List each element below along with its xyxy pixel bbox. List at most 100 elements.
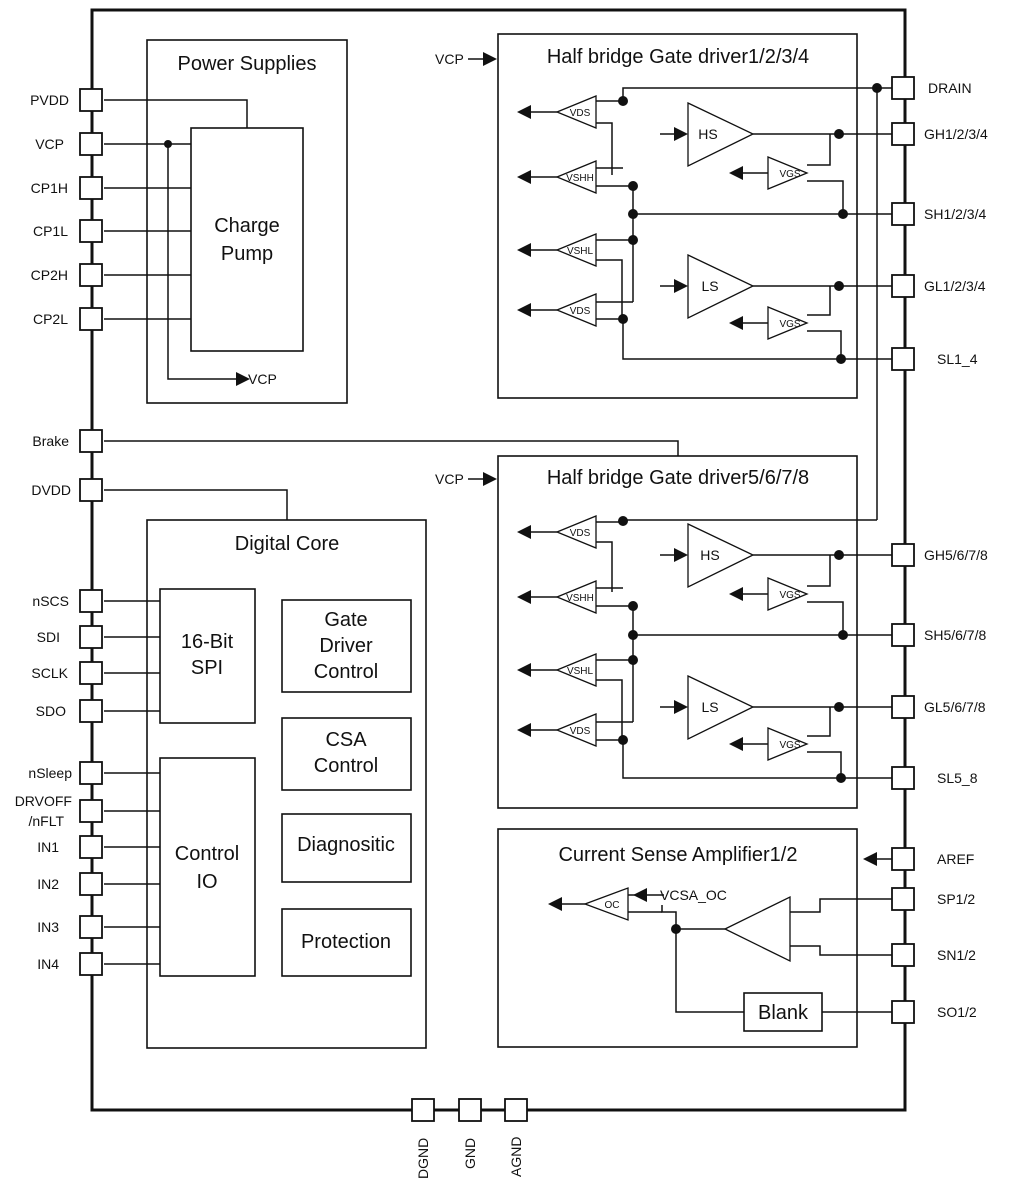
vds-high-5678-in-b <box>596 541 613 592</box>
vds-high-in-b <box>596 122 613 175</box>
oc-comparator-icon <box>583 887 629 921</box>
pin-sdi <box>79 625 103 649</box>
ls-5678-label: LS <box>701 699 718 715</box>
vgs-high-1234-arrow-icon <box>729 166 743 180</box>
pin-so12 <box>891 1000 915 1024</box>
gate-driver-1234-vcp-label: VCP <box>435 51 464 67</box>
vcsa-oc-label: VCSA_OC <box>660 887 727 903</box>
vgs-low-5678-in-a <box>807 707 831 737</box>
vshh-5678-label: VSHH <box>566 593 594 604</box>
pin-label-gh1234: GH1/2/3/4 <box>924 126 988 142</box>
pin-label-nsleep: nSleep <box>28 765 72 781</box>
pin-label-sclk: SCLK <box>31 665 68 681</box>
diagnostic-label: Diagnositic <box>297 834 395 856</box>
vshh-arrow-icon <box>517 170 531 184</box>
vshh-label: VSHH <box>566 173 594 184</box>
sn-wire <box>790 945 892 956</box>
pin-label-drain: DRAIN <box>928 80 972 96</box>
gl-junction-2 <box>834 702 844 712</box>
control-io-label-1: Control <box>175 843 239 865</box>
brake-wire <box>104 440 679 456</box>
power-supplies-block: Power Supplies Charge Pump VCP <box>104 39 348 404</box>
vds-low-amp-icon <box>555 293 597 327</box>
ls-1234-in-arrow-icon <box>674 279 688 293</box>
pin-label-nscs: nSCS <box>32 593 69 609</box>
csa-control-label-1: CSA <box>325 729 367 751</box>
gate-driver-control-box <box>281 599 412 693</box>
pin-label-gl5678: GL5/6/7/8 <box>924 699 986 715</box>
vshl-label: VSHL <box>567 246 594 257</box>
vds-high-5678-icon <box>555 515 597 549</box>
vds-low-5678-label: VDS <box>570 726 591 737</box>
pin-gh1234 <box>891 122 915 146</box>
csa-amp-icon <box>723 895 791 963</box>
vshh-5678-arrow-icon <box>517 590 531 604</box>
diagnostic-box <box>281 813 412 883</box>
gate-driver-1234-block: Half bridge Gate driver1/2/3/4 VCP VDS V… <box>435 33 892 399</box>
vshl-in-b <box>596 259 623 318</box>
pin-label-so12: SO1/2 <box>937 1004 977 1020</box>
gl-junction-1 <box>834 281 844 291</box>
pin-label-pvdd: PVDD <box>30 92 69 108</box>
pin-label-vcp: VCP <box>35 136 64 152</box>
aref-arrow-icon <box>863 852 877 866</box>
pin-label-in3: IN3 <box>37 919 59 935</box>
vds-high-5678-label: VDS <box>570 528 591 539</box>
vds-low-arrow-icon <box>517 303 531 317</box>
protection-box <box>281 908 412 977</box>
pin-in4 <box>79 952 103 976</box>
control-io-label-2: IO <box>196 871 217 893</box>
pin-label-dvdd: DVDD <box>31 482 71 498</box>
blank-box <box>743 992 823 1032</box>
pin-gh5678 <box>891 543 915 567</box>
hs-5678-amp-icon <box>687 522 755 589</box>
gh-junction-2 <box>834 550 844 560</box>
vgs-high-5678-label: VGS <box>779 590 800 601</box>
charge-pump-label-2: Pump <box>221 243 273 265</box>
pin-label-gnd: GND <box>462 1138 478 1169</box>
vds-high-arrow-icon <box>517 105 531 119</box>
oc-label: OC <box>605 900 620 911</box>
pin-nsleep <box>79 761 103 785</box>
pin-gl1234 <box>891 274 915 298</box>
vds-high-5678-arrow-icon <box>517 525 531 539</box>
pin-sp12 <box>891 887 915 911</box>
sh-junction-1d <box>838 209 848 219</box>
vds-low-5678-arrow-icon <box>517 723 531 737</box>
gate-driver-5678-vcp-arrow-icon <box>483 472 497 486</box>
pin-label-brake: Brake <box>32 433 69 449</box>
spi-label-1: 16-Bit <box>181 631 234 653</box>
vds-low-5678-icon <box>555 713 597 747</box>
ls-1234-amp-icon <box>687 253 755 320</box>
pin-gl5678 <box>891 695 915 719</box>
vshl-5678-label: VSHL <box>567 666 594 677</box>
vgs-high-5678-in-a <box>807 555 831 587</box>
pin-gnd <box>458 1098 482 1122</box>
pin-label-sh5678: SH5/6/7/8 <box>924 627 986 643</box>
pin-agnd <box>504 1098 528 1122</box>
vcsa-oc-arrow-icon <box>633 888 647 902</box>
drain-junction-2 <box>618 516 628 526</box>
vshl-5678-icon <box>555 653 597 687</box>
pin-label-agnd: AGND <box>508 1137 524 1177</box>
left-pins: PVDD VCP CP1H CP1L CP2H CP2L Brake DVDD … <box>15 88 103 976</box>
sl-wire-2 <box>622 740 892 779</box>
pin-dvdd <box>79 478 103 502</box>
oc-in-wire <box>661 905 677 929</box>
pin-label-cp2h: CP2H <box>31 267 68 283</box>
vshh-amp-icon <box>555 160 597 194</box>
pin-label-sl14: SL1_4 <box>937 351 978 367</box>
gate-driver-5678-frame <box>497 455 858 809</box>
vshl-5678-in-b <box>596 679 623 740</box>
pin-sl14 <box>891 347 915 371</box>
pin-sh5678 <box>891 623 915 647</box>
vgs-low-1234-arrow-icon <box>729 316 743 330</box>
vds-high-amp-icon <box>555 95 597 129</box>
pin-vcp <box>79 132 103 156</box>
pin-label-sh1234: SH1/2/3/4 <box>924 206 986 222</box>
vshl-amp-icon <box>555 233 597 267</box>
csa-title: Current Sense Amplifier1/2 <box>558 844 797 866</box>
vgs-high-5678-arrow-icon <box>729 587 743 601</box>
gh-junction-1 <box>834 129 844 139</box>
